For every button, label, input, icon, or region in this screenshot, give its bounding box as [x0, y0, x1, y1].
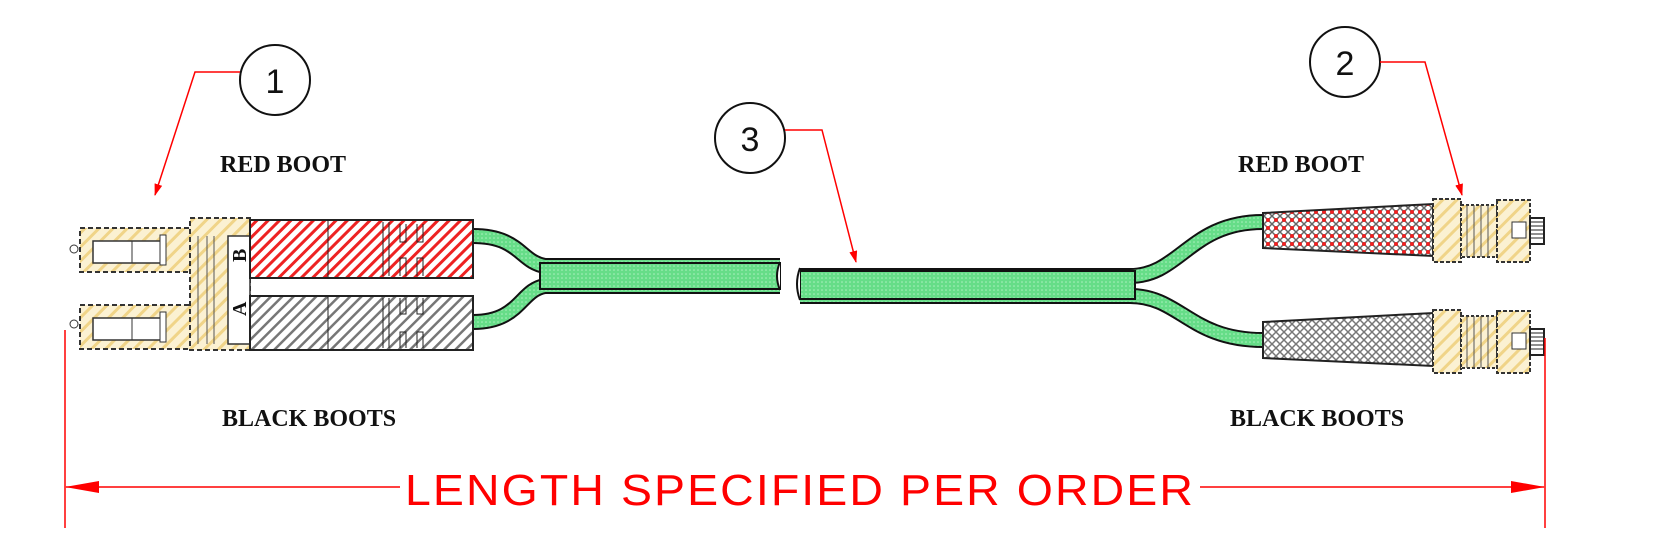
- sc-connector-bottom: [1262, 309, 1545, 374]
- label-black-boots-left: BLACK BOOTS: [222, 406, 396, 432]
- label-b: B: [229, 249, 251, 262]
- sc-connector-top: [1262, 198, 1545, 263]
- black-boot-left: [249, 295, 474, 351]
- label-a: A: [229, 301, 251, 316]
- callout-3-number: 3: [741, 121, 760, 159]
- leader-2: [1380, 61, 1463, 196]
- callout-3: 3: [714, 102, 858, 263]
- lc-latch-bottom: [69, 304, 193, 350]
- cable-break-right: [796, 267, 801, 301]
- callout-1-number: 1: [266, 63, 285, 101]
- leader-3: [785, 129, 858, 263]
- lc-latch-top: [69, 227, 193, 273]
- callout-1: 1: [154, 44, 311, 196]
- lc-duplex-clip: B A: [189, 217, 251, 351]
- label-red-boot-right: RED BOOT: [1238, 152, 1364, 178]
- cable: [472, 214, 1264, 348]
- callout-2: 2: [1309, 26, 1463, 196]
- red-boot-right: [1262, 202, 1434, 258]
- length-text: LENGTH SPECIFIED PER ORDER: [405, 466, 1195, 515]
- length-dimension: LENGTH SPECIFIED PER ORDER: [64, 330, 1546, 528]
- cable-break-left: [776, 261, 781, 291]
- red-boot-left: [249, 219, 474, 279]
- black-boot-right: [1262, 311, 1434, 368]
- lc-duplex-connector: B A: [69, 217, 474, 351]
- label-red-boot-left: RED BOOT: [220, 152, 346, 178]
- label-black-boots-right: BLACK BOOTS: [1230, 406, 1404, 432]
- callout-2-number: 2: [1336, 45, 1355, 83]
- leader-1: [154, 71, 240, 196]
